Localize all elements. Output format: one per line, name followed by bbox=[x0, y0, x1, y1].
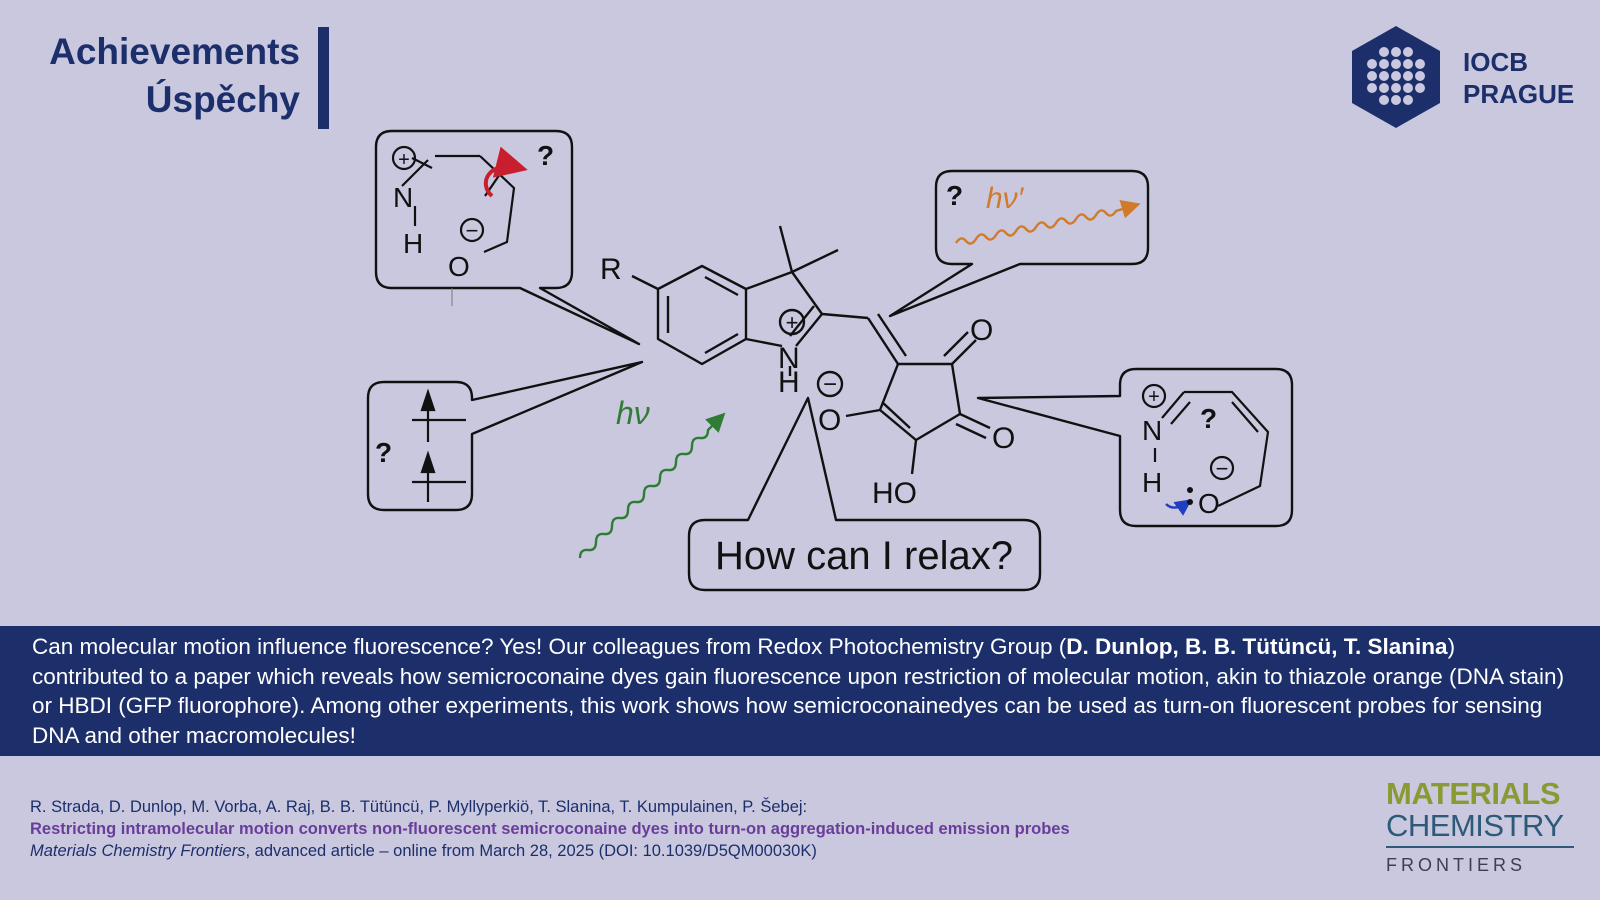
svg-text:?: ? bbox=[375, 437, 392, 468]
citation: R. Strada, D. Dunlop, M. Vorba, A. Raj, … bbox=[30, 796, 1340, 862]
svg-text:N: N bbox=[1142, 415, 1162, 446]
relax-bubble bbox=[687, 396, 1042, 592]
svg-text:H: H bbox=[1142, 467, 1162, 498]
author-highlight: B. B. Tütüncü bbox=[1185, 634, 1332, 659]
svg-text:−: − bbox=[823, 371, 837, 398]
citation-authors: R. Strada, D. Dunlop, M. Vorba, A. Raj, … bbox=[30, 798, 808, 816]
page-title: Achievements Úspěchy bbox=[28, 28, 300, 124]
iocb-logo-text: IOCB PRAGUE bbox=[1463, 47, 1575, 109]
svg-text:?: ? bbox=[946, 180, 963, 211]
excitation-wave bbox=[578, 412, 726, 559]
emission-wave bbox=[954, 199, 1141, 245]
journal-logo-divider bbox=[1386, 846, 1574, 848]
citation-source: Materials Chemistry Frontiers, advanced … bbox=[30, 842, 817, 860]
svg-text:O: O bbox=[818, 404, 841, 437]
svg-text:H: H bbox=[778, 366, 800, 399]
callout-spin bbox=[366, 360, 644, 512]
callout-emission bbox=[888, 169, 1150, 318]
svg-text:+: + bbox=[786, 310, 799, 335]
relax-question: How can I relax? bbox=[715, 534, 1013, 578]
svg-text:H: H bbox=[403, 228, 423, 259]
svg-text:hν: hν bbox=[616, 395, 650, 431]
citation-title: Restricting intramolecular motion conver… bbox=[30, 820, 1070, 838]
svg-text:?: ? bbox=[1200, 403, 1217, 434]
title-line-english: Achievements bbox=[49, 31, 300, 72]
author-highlight: D. Dunlop bbox=[1066, 634, 1173, 659]
svg-text:HO: HO bbox=[872, 477, 917, 510]
svg-text:?: ? bbox=[537, 140, 554, 171]
svg-text:R: R bbox=[600, 253, 622, 286]
svg-text:+: + bbox=[398, 149, 410, 171]
svg-text:O: O bbox=[992, 422, 1015, 455]
svg-text:−: − bbox=[466, 218, 479, 243]
svg-text:O: O bbox=[448, 251, 470, 282]
author-highlight: T. Slanina bbox=[1343, 634, 1448, 659]
journal-logo: MATERIALS CHEMISTRY FRONTIERS bbox=[1386, 778, 1576, 876]
molecule-scheme: + − N H O ? ? ? hν′ + − N H O ? bbox=[366, 129, 1294, 592]
svg-text:O: O bbox=[1198, 488, 1220, 519]
callout-proton-transfer bbox=[976, 367, 1294, 528]
title-line-czech: Úspěchy bbox=[145, 79, 300, 120]
description-band: Can molecular motion influence fluoresce… bbox=[0, 626, 1600, 756]
svg-text:N: N bbox=[393, 182, 413, 213]
title-accent-bar bbox=[318, 27, 329, 129]
svg-text:−: − bbox=[1216, 456, 1229, 481]
svg-text:N: N bbox=[778, 342, 800, 375]
svg-text:hν′: hν′ bbox=[986, 182, 1025, 215]
iocb-logo-icon bbox=[1352, 26, 1440, 128]
svg-text:O: O bbox=[970, 314, 993, 347]
svg-text:+: + bbox=[1148, 386, 1160, 408]
